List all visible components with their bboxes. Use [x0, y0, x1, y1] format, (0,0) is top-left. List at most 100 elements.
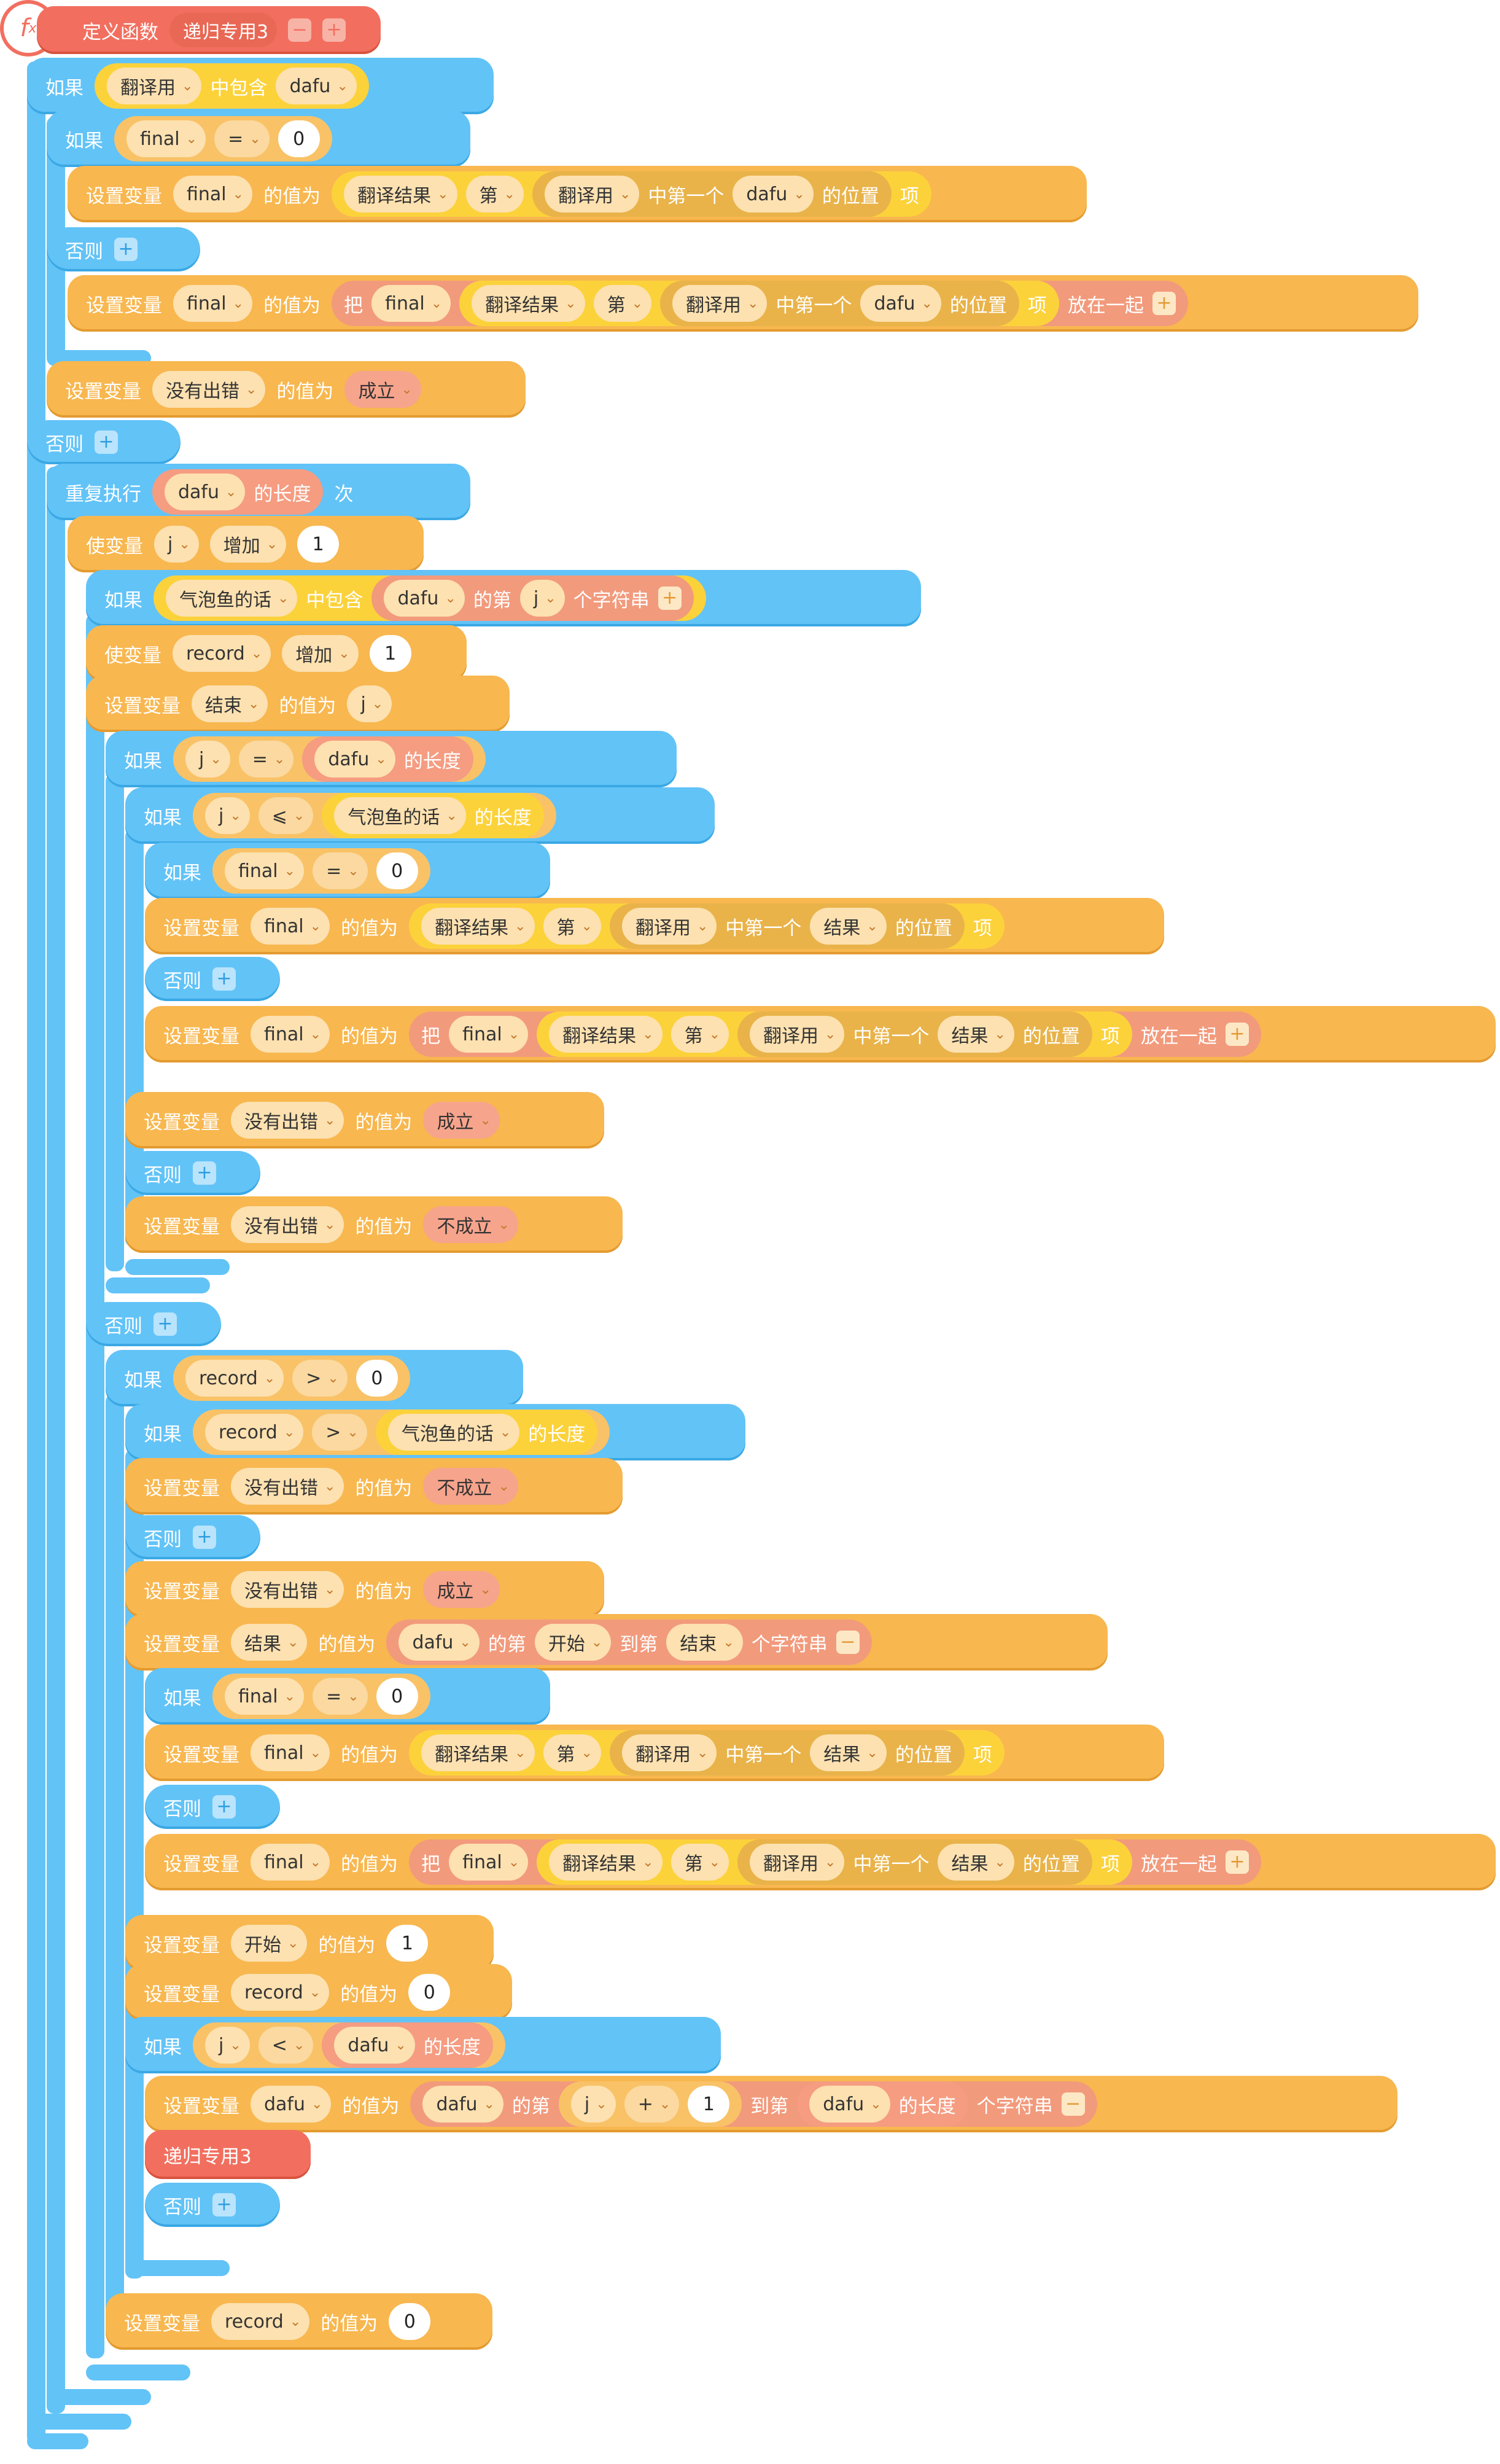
set-variable-block[interactable]: 设置变量 final⌄ 的值为 把 final⌄ 翻译结果⌄ 第⌄ 翻译用⌄ 中… — [68, 275, 1418, 332]
var-record[interactable]: record⌄ — [173, 635, 271, 672]
var-record[interactable]: record⌄ — [211, 2303, 310, 2340]
var-translate[interactable]: 翻译用⌄ — [107, 68, 202, 104]
join-expr[interactable]: 把 final⌄ 翻译结果⌄ 第⌄ 翻译用⌄ 中第一个 结果⌄ 的位置 项 放在… — [409, 1839, 1261, 1885]
position-expr[interactable]: 翻译用⌄ 中第一个 结果⌄ 的位置 — [609, 1730, 965, 1776]
operator-gt[interactable]: >⌄ — [292, 1360, 348, 1397]
operator-le[interactable]: ⩽⌄ — [258, 797, 314, 834]
item-dropdown[interactable]: 第⌄ — [543, 1734, 601, 1771]
var-dafu[interactable]: dafu⌄ — [276, 68, 357, 104]
else-block[interactable]: 否则 + — [125, 1515, 260, 1559]
increase-dropdown[interactable]: 增加⌄ — [209, 526, 287, 563]
var-record[interactable]: record⌄ — [231, 1974, 330, 2011]
var-noerr[interactable]: 没有出错⌄ — [231, 1571, 344, 1608]
var-noerr[interactable]: 没有出错⌄ — [152, 371, 266, 408]
number-input[interactable]: 1 — [297, 526, 340, 563]
change-variable-block[interactable]: 使变量 j⌄ 增加⌄ 1 — [68, 516, 424, 572]
add-branch-icon[interactable]: + — [212, 2193, 236, 2216]
length-expr[interactable]: 气泡鱼的话⌄ 的长度 — [322, 793, 544, 838]
if-block[interactable]: 如果 j⌄ ⩽⌄ 气泡鱼的话⌄ 的长度 — [125, 787, 715, 844]
if-block[interactable]: 如果 j⌄ <⌄ dafu⌄ 的长度 — [125, 2017, 721, 2073]
var-dafu[interactable]: dafu⌄ — [384, 580, 465, 617]
set-variable-block[interactable]: 设置变量 没有出错⌄ 的值为 成立⌄ — [47, 361, 526, 418]
number-input[interactable]: 0 — [376, 1678, 418, 1715]
join-expr[interactable]: 把 final⌄ 翻译结果⌄ 第⌄ 翻译用⌄ 中第一个 结果⌄ 的位置 项 放在… — [409, 1012, 1261, 1057]
add-branch-icon[interactable]: + — [114, 238, 138, 261]
var-final[interactable]: final⌄ — [251, 1844, 330, 1881]
var-final[interactable]: final⌄ — [251, 1016, 330, 1053]
set-variable-block[interactable]: 设置变量 final⌄ 的值为 翻译结果⌄ 第⌄ 翻译用⌄ 中第一个 结果⌄ 的… — [145, 898, 1164, 954]
compare-expr[interactable]: record⌄ >⌄ 0 — [173, 1355, 410, 1401]
var-dafu[interactable]: dafu⌄ — [251, 2086, 332, 2123]
else-block[interactable]: 否则 + — [47, 227, 200, 271]
add-item-icon[interactable]: + — [1225, 1023, 1249, 1046]
var-final[interactable]: final⌄ — [225, 1678, 305, 1715]
var-result[interactable]: 翻译结果⌄ — [549, 1844, 663, 1881]
repeat-block[interactable]: 重复执行 dafu⌄ 的长度 次 — [47, 464, 470, 520]
var-start[interactable]: 开始⌄ — [534, 1624, 612, 1661]
else-block[interactable]: 否则 + — [86, 1302, 221, 1346]
function-name[interactable]: 递归专用3 — [169, 13, 278, 47]
compare-expr[interactable]: j⌄ ⩽⌄ 气泡鱼的话⌄ 的长度 — [193, 793, 556, 838]
set-variable-block[interactable]: 设置变量 没有出错⌄ 的值为 成立⌄ — [125, 1092, 604, 1148]
var-j[interactable]: j⌄ — [205, 2027, 250, 2064]
number-input[interactable]: 0 — [376, 852, 418, 889]
var-j[interactable]: j⌄ — [519, 580, 565, 617]
else-block[interactable]: 否则 + — [145, 957, 280, 1001]
if-block[interactable]: 如果 final⌄ =⌄ 0 — [145, 1668, 550, 1725]
add-branch-icon[interactable]: + — [212, 1795, 236, 1819]
var-final[interactable]: final⌄ — [173, 176, 253, 212]
set-variable-block[interactable]: 设置变量 final⌄ 的值为 把 final⌄ 翻译结果⌄ 第⌄ 翻译用⌄ 中… — [145, 1006, 1496, 1062]
add-item-icon[interactable]: + — [658, 587, 682, 610]
var-translate[interactable]: 翻译用⌄ — [750, 1844, 845, 1881]
var-final[interactable]: final⌄ — [449, 1016, 529, 1053]
add-param-icon[interactable]: + — [322, 18, 346, 42]
add-expr[interactable]: j⌄ +⌄ 1 — [558, 2081, 742, 2127]
operator-lt[interactable]: <⌄ — [258, 2027, 314, 2064]
operator-eq[interactable]: =⌄ — [313, 1678, 368, 1715]
substring-range-expr[interactable]: dafu⌄ 的第 开始⌄ 到第 结束⌄ 个字符串 − — [386, 1620, 872, 1665]
list-item-expr[interactable]: 翻译结果⌄ 第⌄ 翻译用⌄ 中第一个 结果⌄ 的位置 项 — [537, 1012, 1132, 1057]
if-block[interactable]: 如果 翻译用⌄ 中包含 dafu⌄ — [27, 58, 494, 114]
position-expr[interactable]: 翻译用⌄ 中第一个 dafu⌄ 的位置 — [532, 171, 892, 217]
add-branch-icon[interactable]: + — [212, 967, 236, 991]
number-input[interactable]: 1 — [386, 1925, 429, 1962]
add-item-icon[interactable]: + — [1225, 1850, 1249, 1874]
var-dafu[interactable]: dafu⌄ — [165, 474, 246, 510]
var-translate[interactable]: 翻译用⌄ — [672, 285, 767, 322]
if-block[interactable]: 如果 record⌄ >⌄ 0 — [106, 1350, 523, 1406]
var-final[interactable]: final⌄ — [449, 1844, 529, 1881]
substring-range-expr[interactable]: dafu⌄ 的第 j⌄ +⌄ 1 到第 dafu⌄ 的长度 个字符串 − — [410, 2081, 1097, 2127]
remove-param-icon[interactable]: − — [288, 18, 312, 42]
if-block[interactable]: 如果 final⌄ =⌄ 0 — [47, 111, 470, 167]
position-expr[interactable]: 翻译用⌄ 中第一个 结果⌄ 的位置 — [737, 1012, 1092, 1057]
add-branch-icon[interactable]: + — [193, 1161, 216, 1185]
var-res[interactable]: 结果⌄ — [231, 1624, 308, 1661]
var-j[interactable]: j⌄ — [154, 526, 199, 563]
var-bubble[interactable]: 气泡鱼的话⌄ — [166, 580, 298, 617]
add-item-icon[interactable]: + — [1152, 292, 1176, 315]
var-final[interactable]: final⌄ — [173, 285, 253, 322]
remove-item-icon[interactable]: − — [836, 1631, 860, 1654]
var-result[interactable]: 翻译结果⌄ — [421, 908, 535, 945]
add-branch-icon[interactable]: + — [193, 1526, 216, 1549]
bool-true[interactable]: 成立⌄ — [423, 1571, 500, 1608]
operator-eq[interactable]: =⌄ — [214, 120, 270, 157]
bool-false[interactable]: 不成立⌄ — [423, 1468, 518, 1505]
add-branch-icon[interactable]: + — [95, 431, 118, 454]
else-block[interactable]: 否则 + — [145, 2183, 280, 2227]
var-record[interactable]: record⌄ — [205, 1414, 304, 1451]
else-block[interactable]: 否则 + — [27, 420, 181, 464]
var-result[interactable]: 翻译结果⌄ — [421, 1734, 535, 1771]
var-dafu[interactable]: dafu⌄ — [314, 741, 395, 778]
var-translate[interactable]: 翻译用⌄ — [621, 908, 717, 945]
var-dafu[interactable]: dafu⌄ — [809, 2086, 890, 2123]
else-block[interactable]: 否则 + — [145, 1785, 280, 1829]
list-item-expr[interactable]: 翻译结果⌄ 第⌄ 翻译用⌄ 中第一个 结果⌄ 的位置 项 — [537, 1839, 1132, 1885]
var-res[interactable]: 结果⌄ — [938, 1016, 1014, 1053]
contains-expr[interactable]: 气泡鱼的话⌄ 中包含 dafu⌄ 的第 j⌄ 个字符串 + — [153, 575, 706, 621]
number-input[interactable]: 0 — [389, 2303, 431, 2340]
var-dafu[interactable]: dafu⌄ — [398, 1624, 480, 1661]
list-item-expr[interactable]: 翻译结果⌄ 第⌄ 翻译用⌄ 中第一个 dafu⌄ 的位置 项 — [459, 281, 1059, 326]
var-end[interactable]: 结束⌄ — [666, 1624, 743, 1661]
item-dropdown[interactable]: 第⌄ — [593, 285, 652, 322]
